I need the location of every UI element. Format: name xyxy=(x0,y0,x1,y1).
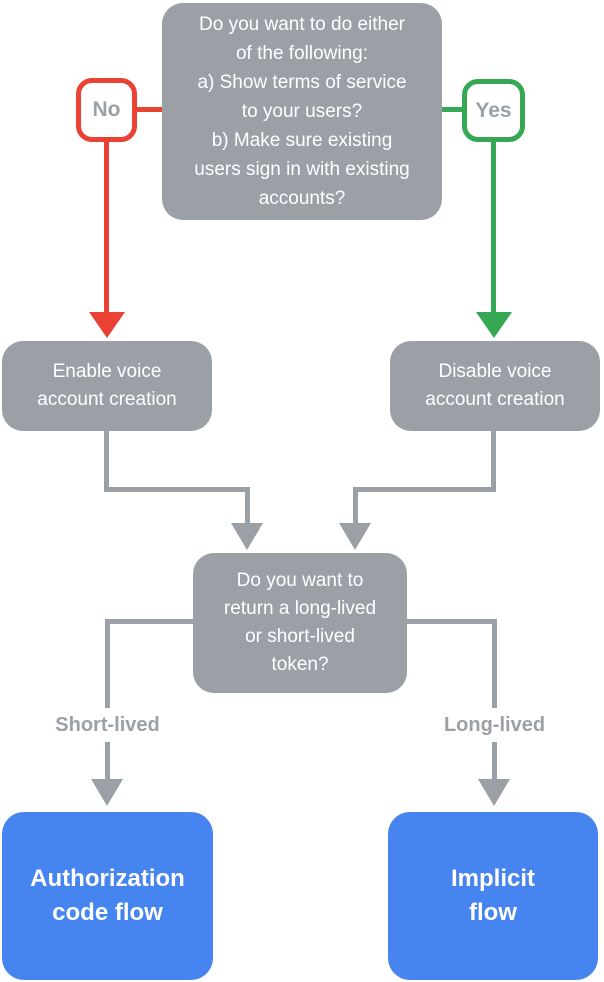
enable-to-token-connector-horizontal xyxy=(104,487,250,492)
enable-to-token-connector-vertical-2 xyxy=(245,487,250,524)
yes-branch-connector-vertical xyxy=(491,142,496,312)
no-branch-connector-vertical xyxy=(104,142,109,312)
long-lived-connector-horizontal xyxy=(407,619,495,624)
short-lived-connector-horizontal xyxy=(105,619,193,624)
disable-to-token-connector-vertical-1 xyxy=(491,431,496,492)
outcome-node-authorization-code-flow: Authorization code flow xyxy=(2,812,213,980)
enable-to-token-arrowhead-icon xyxy=(231,523,263,550)
decision-node-terms-of-service: Do you want to do either of the followin… xyxy=(162,3,442,220)
branch-label-long-lived: Long-lived xyxy=(409,708,580,742)
step-node-enable-voice-account-creation: Enable voice account creation xyxy=(2,341,212,431)
short-lived-arrowhead-icon xyxy=(91,779,123,806)
long-lived-connector-vertical xyxy=(492,619,497,780)
decision-node-token-lifetime: Do you want to return a long-lived or sh… xyxy=(193,553,407,693)
disable-to-token-connector-vertical-2 xyxy=(353,487,358,524)
step-node-disable-voice-account-creation: Disable voice account creation xyxy=(390,341,600,431)
no-branch-connector-horizontal xyxy=(137,107,162,112)
disable-to-token-arrowhead-icon xyxy=(339,523,371,550)
long-lived-arrowhead-icon xyxy=(478,779,510,806)
yes-branch-connector-horizontal xyxy=(442,107,462,112)
no-branch-arrowhead-icon xyxy=(89,312,125,338)
short-lived-connector-vertical xyxy=(105,619,110,780)
answer-badge-no: No xyxy=(76,78,137,142)
disable-to-token-connector-horizontal xyxy=(353,487,496,492)
outcome-node-implicit-flow: Implicit flow xyxy=(388,812,598,980)
answer-badge-yes: Yes xyxy=(462,79,525,142)
branch-label-short-lived: Short-lived xyxy=(23,708,192,742)
enable-to-token-connector-vertical-1 xyxy=(104,431,109,492)
yes-branch-arrowhead-icon xyxy=(476,312,512,338)
